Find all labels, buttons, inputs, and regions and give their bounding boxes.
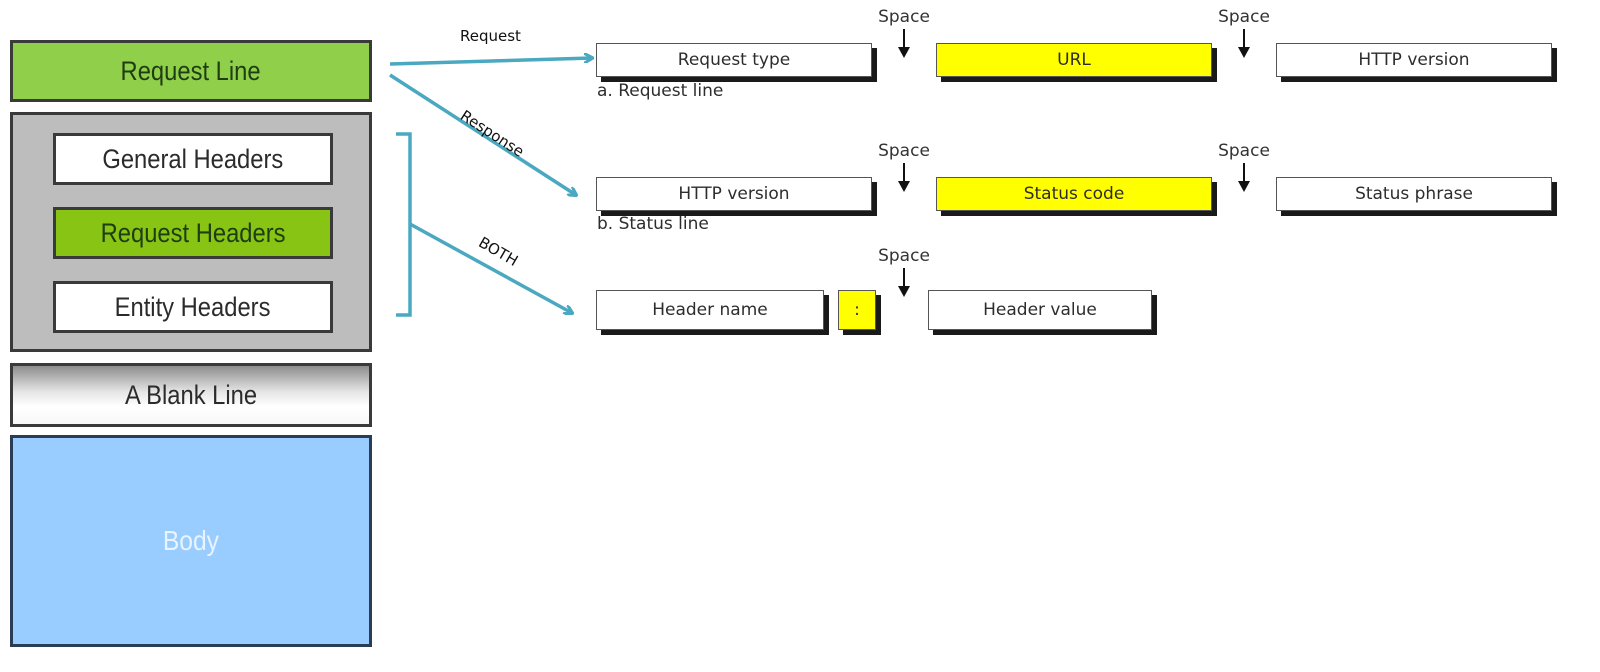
headers-group: General Headers Request Headers Entity H… [10, 112, 372, 352]
body-label: Body [162, 525, 220, 556]
request-headers-label: Request Headers [100, 217, 286, 248]
field-label: Status phrase [1355, 184, 1473, 204]
field-label: HTTP version [1358, 50, 1470, 70]
status-http-version-field: HTTP version [596, 177, 872, 211]
space-label: Space [1218, 141, 1270, 161]
entity-headers-label: Entity Headers [115, 291, 271, 322]
field-label: Status code [1023, 184, 1125, 204]
status-line-caption: b. Status line [597, 214, 709, 234]
down-arrow-icon [898, 268, 910, 297]
field-label: Header value [983, 300, 1097, 320]
body-block: Body [10, 435, 372, 647]
field-label: HTTP version [678, 184, 790, 204]
down-arrow-icon [1238, 29, 1250, 58]
down-arrow-icon [898, 163, 910, 192]
request-connector-label: Request [460, 27, 521, 45]
space-label: Space [878, 246, 930, 266]
request-line-label: Request Line [120, 55, 262, 86]
url-field: URL [936, 43, 1212, 77]
space-label: Space [878, 7, 930, 27]
space-separator: Space [864, 7, 944, 59]
space-separator: Space [864, 141, 944, 193]
down-arrow-icon [1238, 163, 1250, 192]
response-arrow [389, 73, 576, 195]
request-arrow [389, 58, 592, 66]
general-headers-block: General Headers [53, 133, 333, 185]
status-phrase-field: Status phrase [1276, 177, 1552, 211]
space-separator: Space [1204, 7, 1284, 59]
field-label: URL [1057, 50, 1091, 70]
both-arrow [409, 222, 572, 313]
request-line-block: Request Line [10, 40, 372, 102]
entity-headers-block: Entity Headers [53, 281, 333, 333]
space-label: Space [878, 141, 930, 161]
field-label: : [854, 300, 860, 320]
request-headers-block: Request Headers [53, 207, 333, 259]
http-version-field: HTTP version [1276, 43, 1552, 77]
space-separator: Space [864, 246, 944, 298]
colon-field: : [838, 290, 876, 330]
space-label: Space [1218, 7, 1270, 27]
general-headers-label: General Headers [102, 143, 284, 174]
header-value-field: Header value [928, 290, 1152, 330]
headers-bracket [396, 132, 412, 317]
field-label: Header name [652, 300, 768, 320]
down-arrow-icon [898, 29, 910, 58]
request-type-field: Request type [596, 43, 872, 77]
field-label: Request type [677, 50, 791, 70]
header-name-field: Header name [596, 290, 824, 330]
request-line-caption: a. Request line [597, 81, 724, 101]
status-code-field: Status code [936, 177, 1212, 211]
blank-line-block: A Blank Line [10, 363, 372, 427]
blank-line-label: A Blank Line [124, 379, 258, 410]
space-separator: Space [1204, 141, 1284, 193]
